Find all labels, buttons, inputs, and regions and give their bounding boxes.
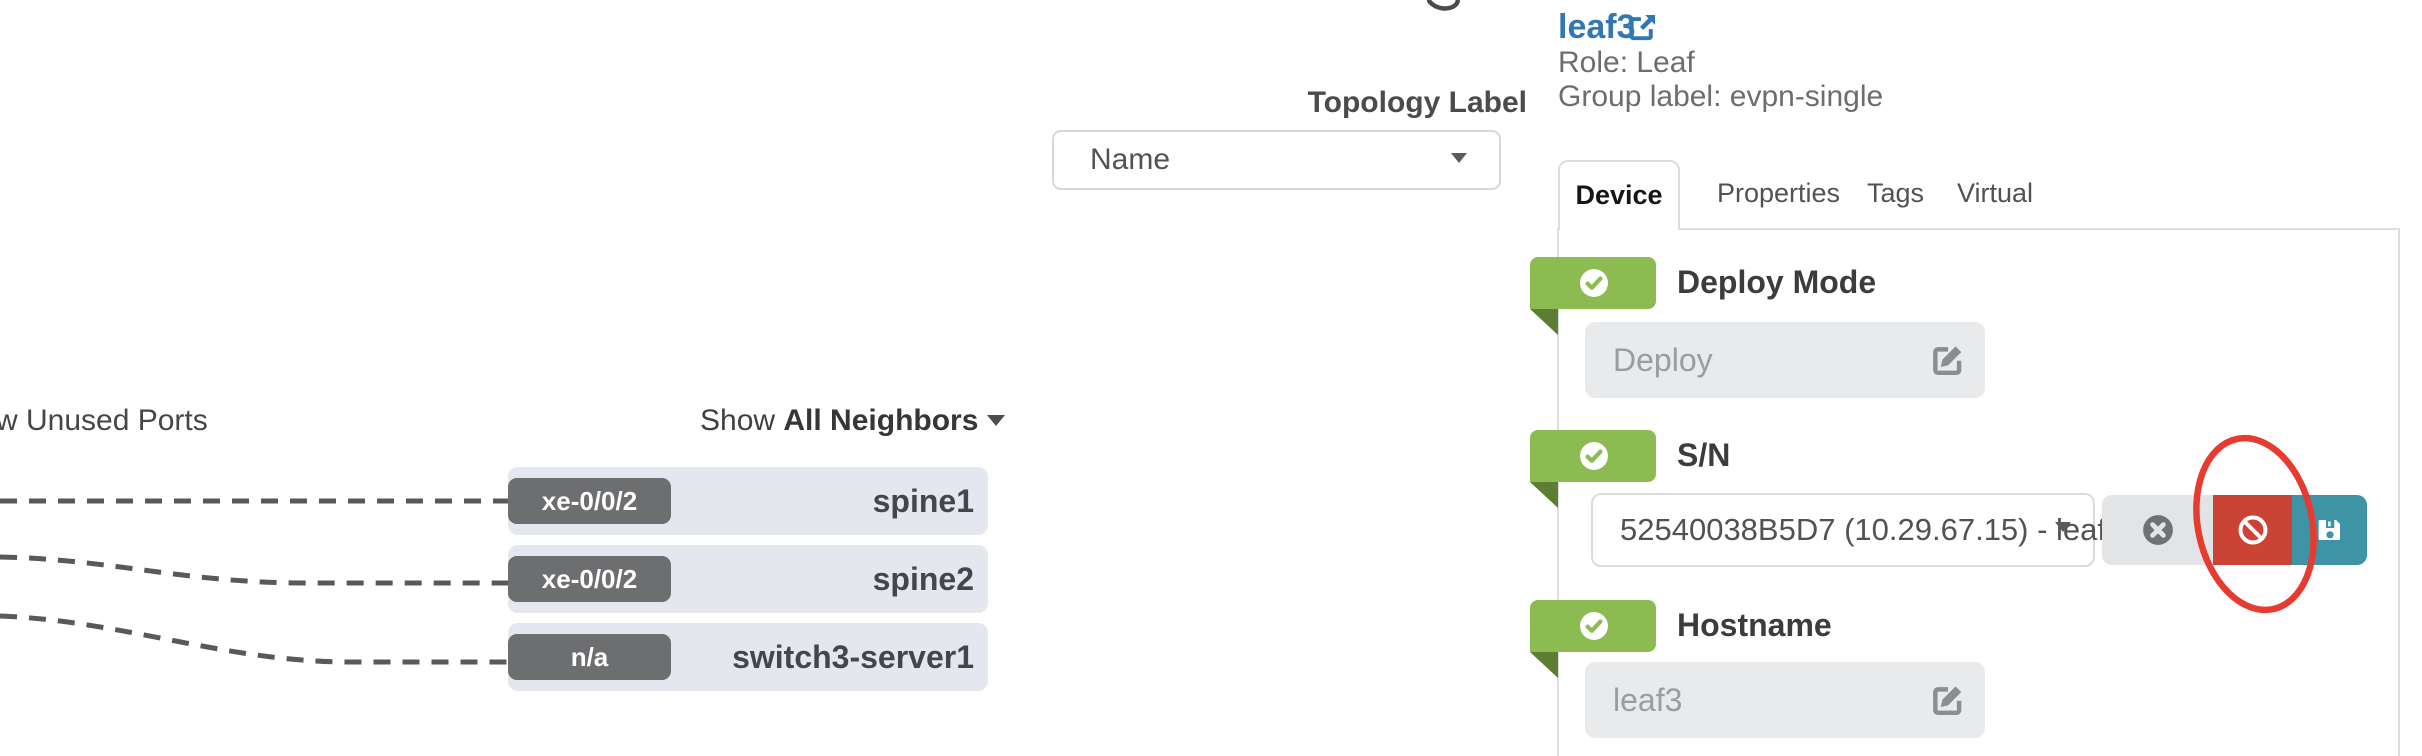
deploy-mode-value-box: Deploy: [1585, 322, 1985, 398]
neighbor-row-switch3-server1[interactable]: n/a switch3-server1: [508, 623, 988, 691]
tab-device[interactable]: Device: [1558, 160, 1680, 230]
tab-virtual[interactable]: Virtual: [1957, 178, 2034, 208]
hostname-value-box: leaf3: [1585, 662, 1985, 738]
node-name: switch3-server1: [732, 639, 974, 675]
external-link-icon: [1629, 14, 1656, 41]
chevron-down-icon: [2055, 522, 2071, 532]
topology-label-heading: Topology Label: [1307, 86, 1527, 119]
save-icon: [2318, 520, 2340, 540]
show-neighbors-dropdown[interactable]: Show All Neighbors: [700, 404, 1006, 438]
ribbon-fold: [1530, 309, 1558, 335]
serial-status-ribbon: [1530, 430, 1656, 482]
show-neighbors-prefix: Show: [700, 404, 784, 437]
deploy-mode-status-ribbon: [1530, 257, 1656, 309]
topology-label-selected-value: Name: [1090, 143, 1171, 176]
serial-select[interactable]: 52540038B5D7 (10.29.67.15) - leaf3: [1591, 493, 2123, 567]
hostname-status-ribbon: [1530, 600, 1656, 652]
device-title-text: leaf3: [1558, 8, 1636, 46]
show-neighbors-value: All Neighbors: [783, 404, 979, 437]
x-circle-icon: [2142, 515, 2173, 545]
revoke-serial-button[interactable]: [2213, 495, 2292, 565]
device-role-line: Role: Leaf: [1558, 46, 1695, 79]
neighbor-row-spine2[interactable]: xe-0/0/2 spine2: [508, 545, 988, 613]
deploy-mode-value: Deploy: [1613, 342, 1713, 378]
topology-label-select[interactable]: Name: [1052, 130, 1501, 190]
port-badge: n/a: [508, 634, 671, 680]
serial-selected-value: 52540038B5D7 (10.29.67.15) - leaf3: [1620, 512, 2124, 547]
port-badge: xe-0/0/2: [508, 556, 671, 602]
neighbor-row-spine1[interactable]: xe-0/0/2 spine1: [508, 467, 988, 535]
edit-icon[interactable]: [1929, 341, 1967, 379]
chevron-down-icon: [987, 414, 1006, 426]
tab-tags[interactable]: Tags: [1867, 178, 1925, 208]
check-circle-icon: [1585, 449, 1603, 463]
ribbon-fold: [1530, 482, 1558, 508]
node-name: spine2: [872, 561, 974, 597]
device-group-label-line: Group label: evpn-single: [1558, 80, 1884, 113]
ribbon-fold: [1530, 652, 1558, 678]
node-name: spine1: [872, 483, 974, 519]
device-title-link[interactable]: leaf3: [1558, 8, 1656, 47]
check-circle-icon: [1585, 276, 1603, 290]
deploy-mode-label: Deploy Mode: [1677, 264, 1877, 300]
clipped-text-fragment: [1426, 0, 1461, 11]
hostname-value: leaf3: [1613, 682, 1683, 718]
tab-device-label: Device: [1575, 180, 1663, 210]
clear-serial-button[interactable]: [2102, 495, 2213, 565]
chevron-down-icon: [1451, 153, 1467, 163]
check-circle-icon: [1585, 619, 1603, 633]
tab-properties[interactable]: Properties: [1717, 178, 1841, 208]
save-serial-button[interactable]: [2292, 495, 2367, 565]
hostname-label: Hostname: [1677, 607, 1832, 643]
ban-icon: [2238, 515, 2267, 545]
show-unused-ports-toggle[interactable]: w Unused Ports: [0, 404, 208, 437]
edit-icon[interactable]: [1929, 681, 1967, 719]
serial-label: S/N: [1677, 437, 1731, 473]
port-badge: xe-0/0/2: [508, 478, 671, 524]
